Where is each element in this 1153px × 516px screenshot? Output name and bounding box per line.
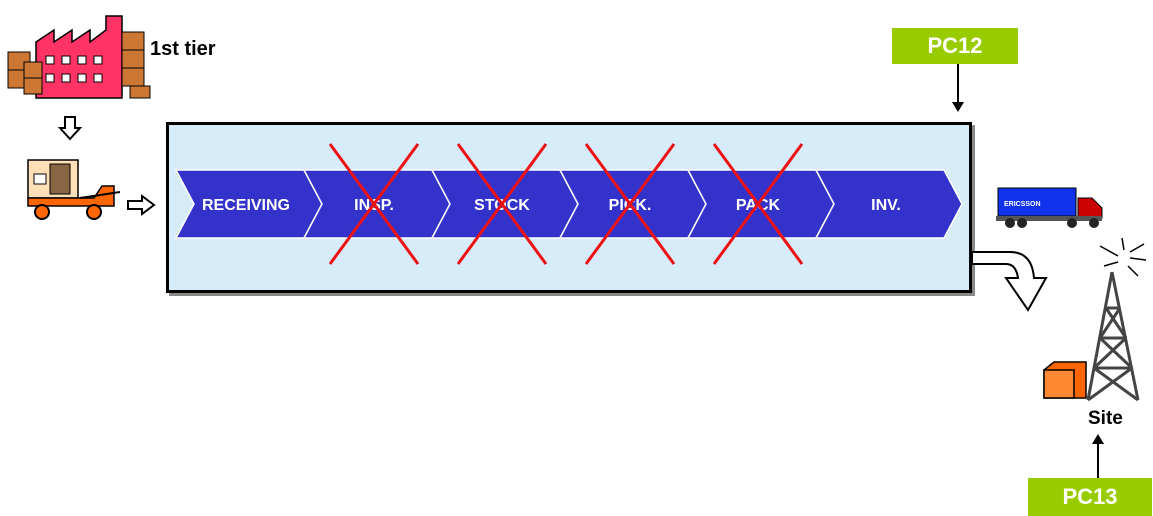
step-label: INV. [871,197,901,214]
removed-cross-icon [584,143,676,265]
truck-brand: ERICSSON [1004,201,1041,208]
forklift-icon [27,159,121,220]
step-pick: PICK. [558,169,707,239]
step-receiving: RECEIVING [174,169,323,239]
curved-arrow-icon [971,251,1048,312]
factory-icon [7,15,151,99]
tower-icon [1043,238,1147,402]
process-steps: RECEIVING INSP.STOCKPICK.PACK INV. [174,143,963,265]
ericsson-truck-icon: ERICSSON [996,187,1103,228]
removed-cross-icon [328,143,420,265]
step-pack: PACK [686,169,835,239]
pc12-arrow [952,64,964,112]
removed-cross-icon [712,143,804,265]
step-insp: INSP. [302,169,451,239]
right-arrow-icon [127,194,156,216]
pc13-label: PC13 [1028,478,1152,516]
pc13-arrow [1092,434,1104,478]
step-stock: STOCK [430,169,579,239]
down-arrow-icon [58,116,82,141]
removed-cross-icon [456,143,548,265]
site-label: Site [1088,408,1123,429]
step-inv: INV. [814,169,963,239]
step-label: RECEIVING [202,197,290,214]
supplier-label: 1st tier [150,38,216,60]
chevron-shape [814,169,963,239]
pc12-label: PC12 [892,28,1018,64]
